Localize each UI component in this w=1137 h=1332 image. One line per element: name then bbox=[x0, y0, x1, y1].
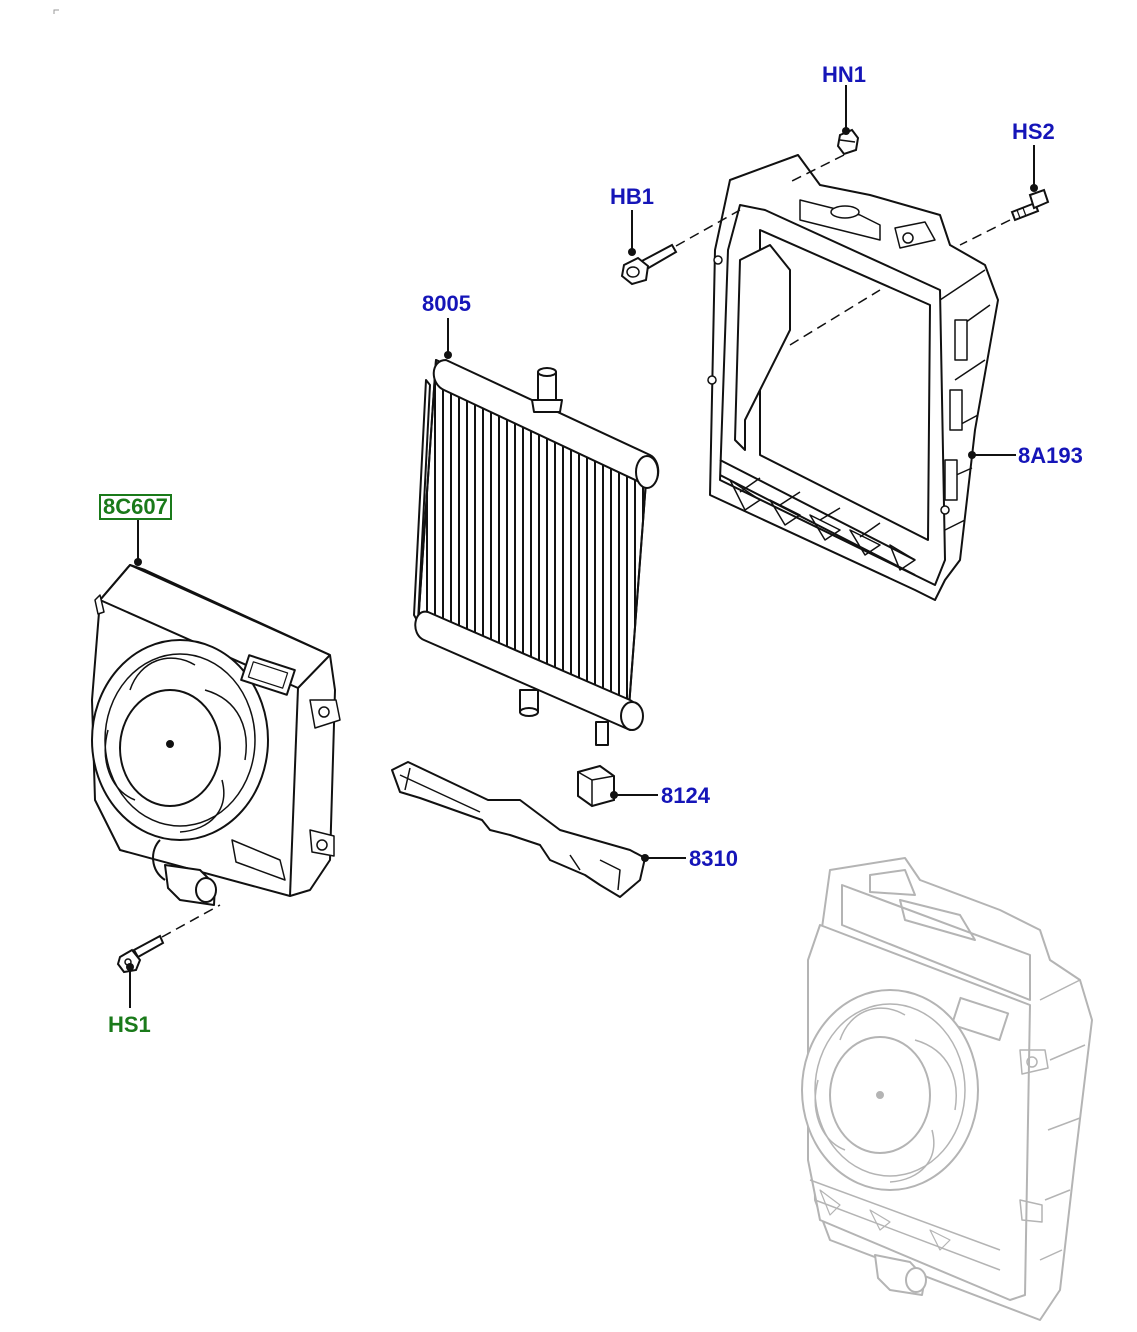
callout-hs2: HS2 bbox=[1012, 119, 1055, 144]
callout-hn1: HN1 bbox=[822, 62, 867, 87]
assembled-reference-view bbox=[801, 857, 1093, 1321]
callout-8c607: 8C607 bbox=[99, 494, 172, 520]
bolt-hb1 bbox=[620, 243, 678, 286]
callout-hs1: HS1 bbox=[108, 1012, 151, 1037]
callout-8310: 8310 bbox=[689, 846, 738, 871]
fan-assembly-8c607 bbox=[91, 564, 341, 906]
bolt-hs2 bbox=[1010, 188, 1050, 222]
nut-hn1 bbox=[836, 128, 860, 156]
grommet-8124 bbox=[577, 764, 615, 808]
bracket-8310 bbox=[391, 761, 646, 898]
screw-hs1 bbox=[116, 934, 165, 974]
radiator-shroud-8a193 bbox=[707, 154, 999, 601]
callout-8a193: 8A193 bbox=[1018, 443, 1083, 468]
cooler-8005 bbox=[413, 359, 660, 746]
callout-8005: 8005 bbox=[422, 291, 471, 316]
callout-hb1: HB1 bbox=[610, 184, 655, 209]
callout-8124: 8124 bbox=[661, 783, 710, 808]
corner-mark bbox=[53, 9, 59, 14]
